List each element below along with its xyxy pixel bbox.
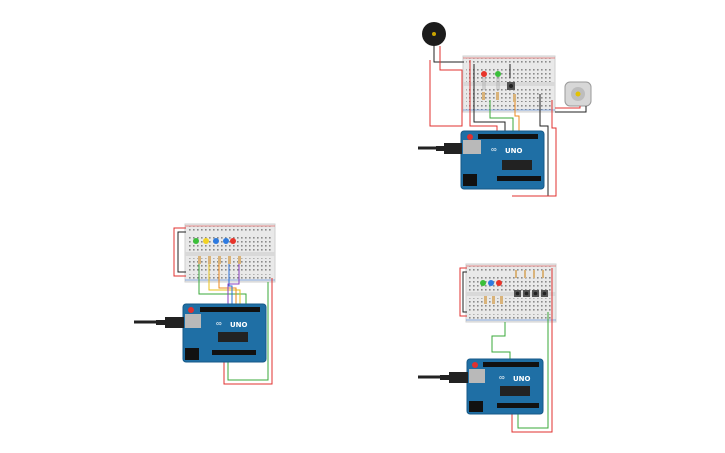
led-green[interactable]: [480, 280, 486, 286]
push-button[interactable]: [514, 290, 521, 297]
arduino-logo-icon: ∞: [491, 145, 497, 154]
led-red[interactable]: [230, 238, 236, 244]
breadboard[interactable]: [184, 223, 276, 283]
arduino-logo-icon: ∞: [216, 319, 222, 328]
piezo-buzzer[interactable]: [422, 22, 446, 46]
arduino-uno[interactable]: UNO ∞: [182, 303, 267, 363]
usb-cable[interactable]: [418, 372, 468, 383]
circuit-leds-buttons[interactable]: UNO ∞: [418, 263, 557, 433]
led-green[interactable]: [193, 238, 199, 244]
wires: [173, 227, 273, 385]
push-button[interactable]: [523, 290, 530, 297]
resistors: [484, 270, 544, 304]
resistors: [198, 256, 241, 264]
circuit-five-leds[interactable]: UNO ∞: [134, 223, 276, 385]
push-button[interactable]: [541, 290, 548, 297]
board-label: UNO: [230, 321, 248, 329]
breadboard[interactable]: [465, 263, 557, 323]
circuit-buzzer-motor[interactable]: UNO ∞: [418, 22, 592, 197]
wires: [429, 46, 587, 197]
led-blue[interactable]: [213, 238, 219, 244]
usb-cable[interactable]: [418, 143, 462, 154]
push-button[interactable]: [507, 82, 515, 90]
board-label: UNO: [513, 375, 531, 383]
push-button[interactable]: [532, 290, 539, 297]
board-label: UNO: [505, 147, 523, 155]
led-red[interactable]: [496, 280, 502, 286]
arduino-uno[interactable]: UNO ∞: [460, 130, 545, 190]
arduino-logo-icon: ∞: [499, 373, 505, 382]
wires: [459, 267, 553, 433]
resistors: [482, 92, 516, 102]
led-blue[interactable]: [488, 280, 494, 286]
led-red[interactable]: [481, 71, 487, 90]
led-yellow[interactable]: [203, 238, 209, 244]
led-blue[interactable]: [223, 238, 229, 244]
dc-motor[interactable]: [564, 81, 592, 107]
led-green[interactable]: [495, 71, 501, 90]
arduino-uno[interactable]: UNO ∞: [466, 358, 544, 415]
usb-cable[interactable]: [134, 317, 184, 328]
